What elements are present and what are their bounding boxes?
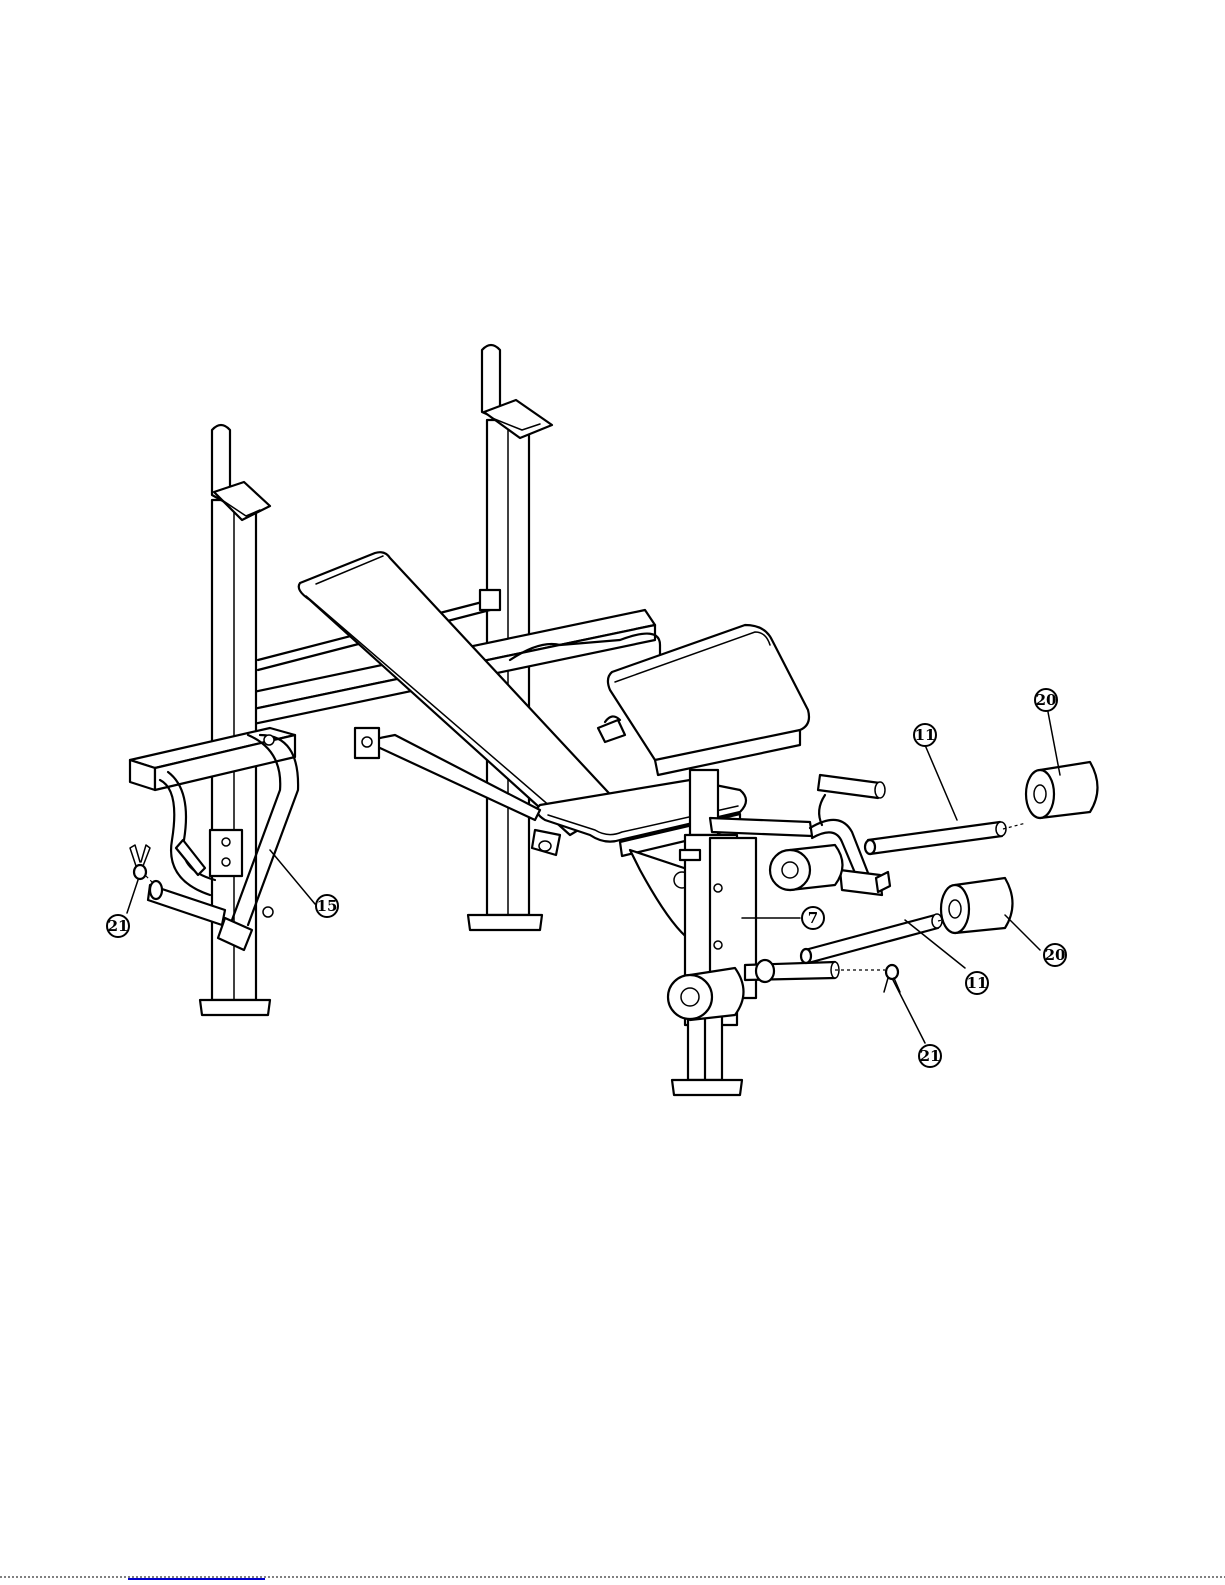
footer-rule xyxy=(0,1577,1225,1579)
lower-pivot-tube xyxy=(745,960,839,982)
callout-11-upper: 11 xyxy=(914,724,936,746)
preacher-curl-pad xyxy=(598,625,809,775)
part-20-roller-lower xyxy=(941,878,1013,933)
callout-20-upper: 20 xyxy=(1035,689,1057,711)
part-20-roller-upper xyxy=(1026,762,1098,818)
svg-text:7: 7 xyxy=(808,909,818,927)
svg-text:21: 21 xyxy=(108,917,129,935)
mounted-roller-upper xyxy=(770,845,843,890)
mounted-roller-lower xyxy=(668,968,744,1020)
part-21-spring-clip-left xyxy=(130,845,150,879)
svg-text:21: 21 xyxy=(920,1047,941,1065)
svg-text:20: 20 xyxy=(1045,946,1066,964)
callout-21-right: 21 xyxy=(919,1045,941,1067)
callout-21-left: 21 xyxy=(107,915,129,937)
svg-text:11: 11 xyxy=(967,974,988,992)
svg-text:15: 15 xyxy=(317,897,338,915)
callout-7: 7 xyxy=(802,907,824,929)
svg-text:20: 20 xyxy=(1036,691,1057,709)
part-11-tube-upper xyxy=(865,822,1006,854)
callout-15: 15 xyxy=(316,895,338,917)
svg-text:11: 11 xyxy=(915,726,936,744)
callout-20-lower: 20 xyxy=(1044,944,1066,966)
callout-11-lower: 11 xyxy=(966,972,988,994)
